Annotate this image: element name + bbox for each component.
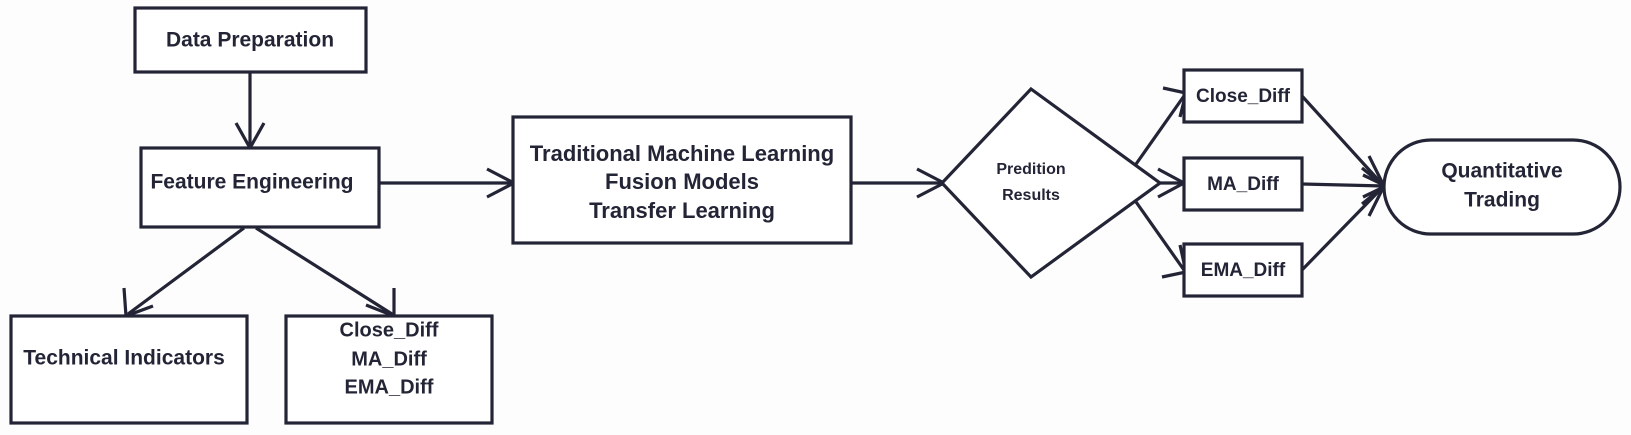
node-label-diff-ema: EMA_Diff bbox=[345, 376, 434, 398]
node-label-models-transfer: Transfer Learning bbox=[589, 198, 775, 223]
edge-models-to-prediction-results bbox=[851, 167, 948, 199]
node-label-trading-line1: Quantitative bbox=[1441, 160, 1562, 183]
node-prediction-results[interactable]: Predition Results bbox=[939, 86, 1163, 280]
node-label-technical-indicators: Technical Indicators bbox=[23, 347, 225, 370]
node-label-models-traditional: Traditional Machine Learning bbox=[530, 141, 834, 166]
node-technical-indicators[interactable]: Technical Indicators bbox=[9, 314, 249, 425]
node-models[interactable]: Traditional Machine Learning Fusion Mode… bbox=[511, 115, 853, 245]
node-label-ema-diff: EMA_Diff bbox=[1201, 260, 1286, 281]
node-label-trading-line2: Trading bbox=[1464, 189, 1540, 212]
node-diff-features[interactable]: Close_Diff MA_Diff EMA_Diff bbox=[284, 314, 494, 425]
node-feature-engineering[interactable]: Feature Engineering bbox=[139, 146, 381, 229]
node-label-ma-diff: MA_Diff bbox=[1207, 174, 1279, 195]
edge-data-preparation-to-feature-engineering bbox=[234, 72, 266, 152]
node-label-diff-close: Close_Diff bbox=[340, 319, 439, 341]
node-label-models-fusion: Fusion Models bbox=[605, 169, 759, 194]
node-label-diff-ma: MA_Diff bbox=[351, 348, 427, 370]
node-ma-diff[interactable]: MA_Diff bbox=[1182, 156, 1304, 212]
node-label-prediction-line2: Results bbox=[1002, 187, 1060, 204]
edge-feature-engineering-to-models bbox=[379, 167, 518, 199]
node-label-feature-engineering: Feature Engineering bbox=[150, 171, 353, 194]
node-quantitative-trading[interactable]: Quantitative Trading bbox=[1382, 138, 1622, 236]
node-label-prediction-line1: Predition bbox=[996, 161, 1065, 178]
node-ema-diff[interactable]: EMA_Diff bbox=[1182, 242, 1304, 298]
edge-close-diff-to-quantitative-trading bbox=[1300, 94, 1386, 188]
node-close-diff[interactable]: Close_Diff bbox=[1182, 68, 1304, 124]
node-label-data-preparation: Data Preparation bbox=[166, 29, 334, 52]
node-data-preparation[interactable]: Data Preparation bbox=[133, 6, 368, 74]
edge-feature-engineering-to-diff-features bbox=[255, 226, 396, 319]
node-label-close-diff: Close_Diff bbox=[1196, 86, 1291, 107]
edge-ema-diff-to-quantitative-trading bbox=[1300, 184, 1386, 272]
edge-feature-engineering-to-technical-indicators bbox=[122, 226, 245, 319]
